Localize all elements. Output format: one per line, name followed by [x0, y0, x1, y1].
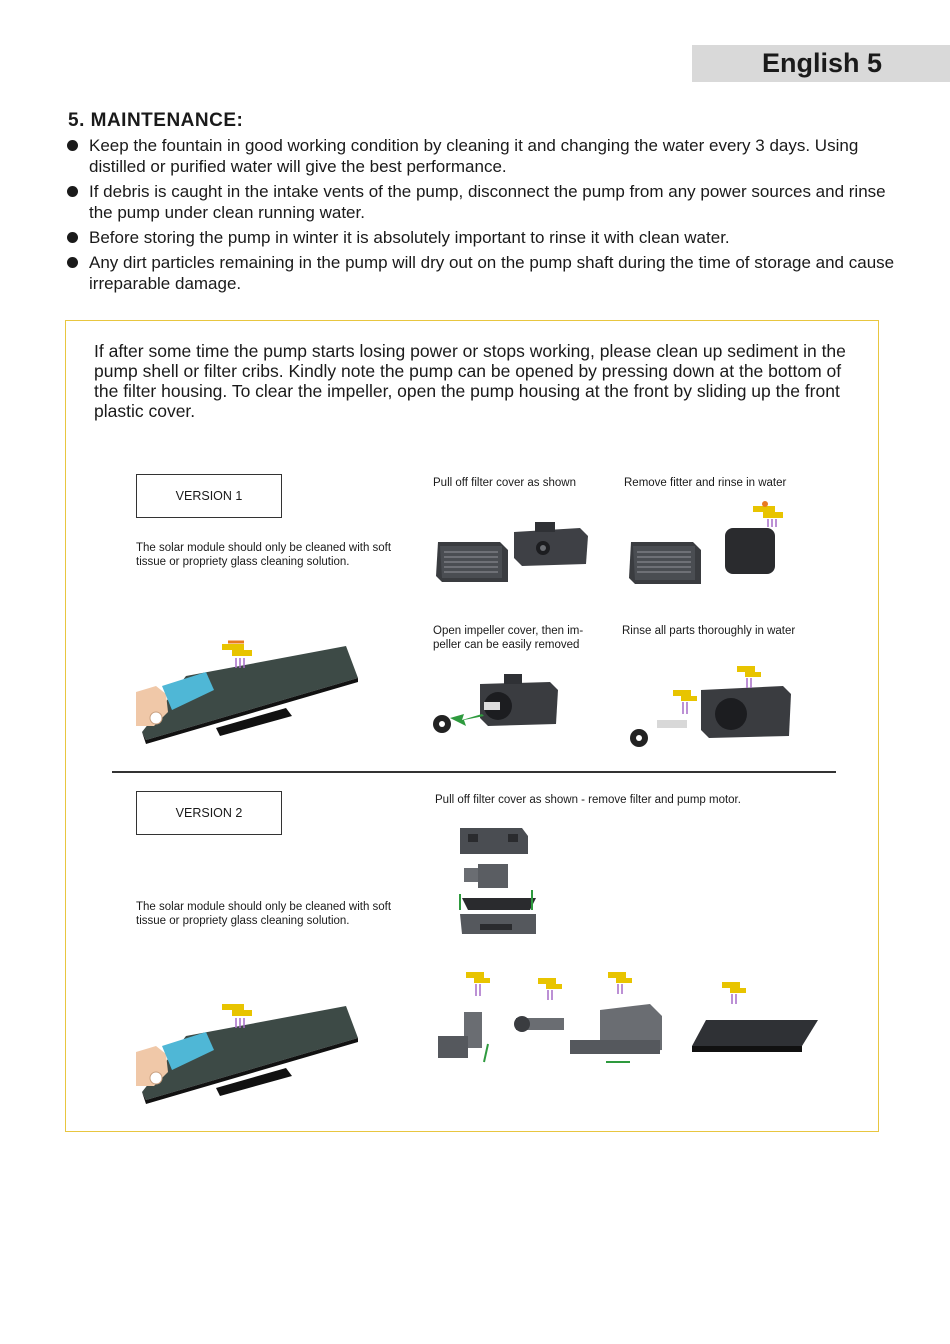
bullet-item: Before storing the pump in winter it is …: [66, 227, 896, 248]
bullet-icon: [67, 186, 78, 197]
bullet-icon: [67, 257, 78, 268]
impeller-removal-illustration: [433, 674, 558, 733]
caption-open-impeller: Open impeller cover, then im-peller can …: [433, 625, 584, 651]
maintenance-bullets: Keep the fountain in good working condit…: [66, 135, 896, 298]
version-2-label: VERSION 2: [136, 791, 282, 835]
version-1-solar-note: The solar module should only be cleaned …: [136, 542, 392, 568]
bullet-item: If debris is caught in the intake vents …: [66, 181, 896, 223]
instruction-box: [65, 320, 879, 1132]
bullet-item: Any dirt particles remaining in the pump…: [66, 252, 896, 294]
bullet-text: Keep the fountain in good working condit…: [89, 136, 859, 176]
section-title: 5. MAINTENANCE:: [68, 110, 244, 131]
bullet-text: Before storing the pump in winter it is …: [89, 228, 730, 247]
version-divider: [112, 771, 836, 773]
page-header-tab: English 5: [692, 45, 950, 82]
version-2-solar-note: The solar module should only be cleaned …: [136, 901, 392, 927]
exploded-pump-illustration: [459, 828, 536, 934]
remove-filter-rinse-illustration: [629, 501, 783, 584]
caption-pull-off-filter: Pull off filter cover as shown: [433, 477, 576, 489]
version-1-label: VERSION 1: [136, 474, 282, 518]
solar-panel-cleaning-illustration-v2: [136, 1004, 358, 1104]
caption-remove-filter: Remove fitter and rinse in water: [624, 477, 787, 489]
caption-rinse-all: Rinse all parts thoroughly in water: [622, 625, 796, 637]
bullet-icon: [67, 140, 78, 151]
bullet-item: Keep the fountain in good working condit…: [66, 135, 896, 177]
pump-filter-cover-illustration: [436, 522, 588, 582]
intro-paragraph: If after some time the pump starts losin…: [94, 341, 846, 421]
bullet-text: If debris is caught in the intake vents …: [89, 182, 886, 222]
bullet-icon: [67, 232, 78, 243]
solar-panel-cleaning-illustration: [136, 640, 358, 744]
bullet-text: Any dirt particles remaining in the pump…: [89, 253, 895, 293]
page-label: English 5: [761, 48, 882, 78]
rinse-parts-illustration: [630, 666, 791, 747]
rinse-parts-row-illustration: [438, 972, 818, 1063]
caption-v2-pull-off: Pull off filter cover as shown - remove …: [435, 794, 741, 806]
